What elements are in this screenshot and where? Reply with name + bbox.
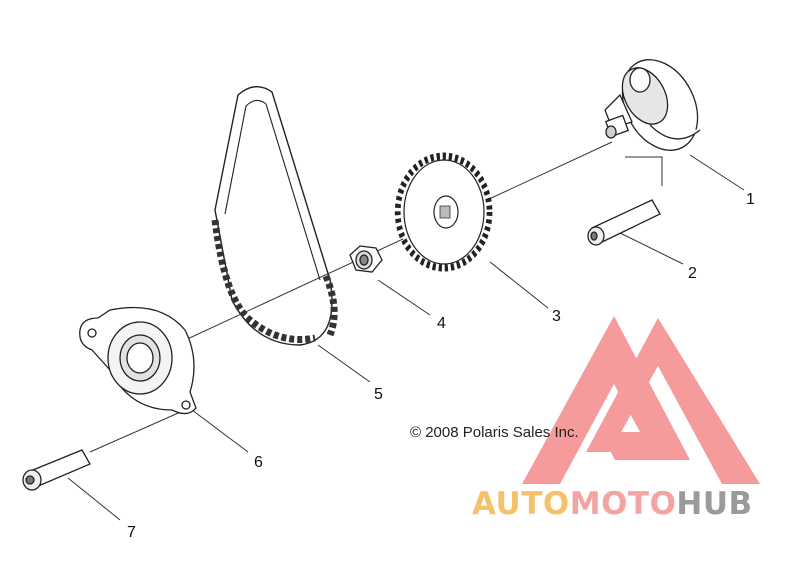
brand-word-moto: MOTO <box>569 486 677 522</box>
callout-2: 2 <box>688 265 697 282</box>
brand-word-auto: AUTO <box>472 486 570 522</box>
pump-bolt-icon <box>587 199 661 246</box>
bolt-axis-line <box>89 409 186 453</box>
leader-line-7 <box>67 477 121 521</box>
leader-line-4 <box>377 279 431 316</box>
callout-6: 6 <box>254 454 263 471</box>
watermark-brand: AUTOMOTOHUB <box>472 486 753 522</box>
callout-1: 1 <box>746 191 755 208</box>
watermark-logo-icon <box>522 316 760 484</box>
leader-line-2 <box>617 231 684 265</box>
callout-7: 7 <box>127 524 136 541</box>
leader-line-5 <box>317 344 371 383</box>
cover-bolt-icon <box>22 449 91 491</box>
sprocket-gear-icon <box>394 152 493 272</box>
leader-line-3 <box>489 261 549 309</box>
center-axis-line <box>167 141 613 349</box>
callout-4: 4 <box>437 315 446 332</box>
drive-chain-icon <box>211 86 338 346</box>
brand-word-hub: HUB <box>676 486 753 522</box>
callout-5: 5 <box>374 386 383 403</box>
flange-nut-icon <box>349 245 383 273</box>
cover-plate-icon <box>79 306 197 415</box>
copyright-text: © 2008 Polaris Sales Inc. <box>410 424 579 441</box>
pump-leader-bracket <box>625 156 663 186</box>
leader-line-1 <box>689 154 745 191</box>
oil-pump-icon <box>604 59 701 151</box>
leader-line-6 <box>187 406 249 453</box>
callout-3: 3 <box>552 308 561 325</box>
